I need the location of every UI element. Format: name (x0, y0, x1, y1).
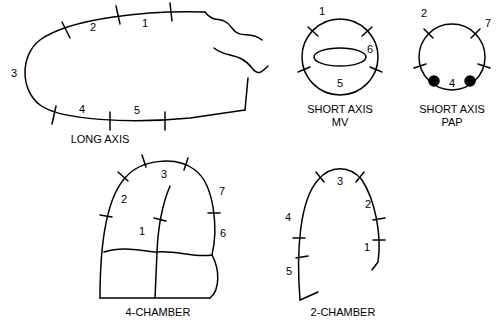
segment-number: 1 (364, 241, 370, 254)
segment-tick (308, 27, 318, 36)
segment-tick (316, 172, 324, 182)
segment-number: 1 (319, 5, 325, 18)
segment-number: 4 (79, 103, 85, 116)
segment-tick (373, 239, 385, 241)
segment-tick (373, 218, 385, 220)
segment-tick (109, 112, 111, 130)
segment-tick (62, 22, 70, 38)
segment-tick (293, 237, 305, 239)
segment-number: 6 (220, 227, 226, 240)
segment-tick (208, 212, 220, 214)
segment-number: 7 (485, 17, 491, 30)
segment-number: 1 (139, 225, 145, 238)
atrial-septum (155, 252, 157, 298)
segment-tick (142, 155, 146, 167)
segment-number: 1 (142, 17, 148, 30)
segment-number: 5 (134, 104, 140, 117)
ventricle-outline (299, 169, 380, 300)
segment-tick (116, 6, 120, 24)
valve-line (300, 292, 318, 300)
aortic-valve (205, 12, 262, 40)
papillary-muscle (465, 76, 475, 86)
segment-number: 4 (449, 77, 455, 90)
segment-tick (118, 172, 128, 181)
segment-number: 7 (219, 185, 225, 198)
segment-tick (154, 218, 166, 221)
short-axis-mv-view (298, 19, 382, 95)
atrial-floor (100, 297, 210, 299)
view-title: 2-CHAMBER (311, 306, 376, 319)
segment-tick (414, 64, 426, 68)
view-title: LONG AXIS (71, 133, 130, 146)
view-title: SHORT AXIS MV (305, 103, 375, 129)
view-title: SHORT AXIS PAP (417, 103, 487, 129)
long-axis-view (25, 3, 268, 130)
segment-tick (298, 67, 310, 72)
segment-number: 5 (286, 265, 292, 278)
segment-number: 3 (161, 168, 167, 181)
wall-line (245, 78, 248, 110)
segment-tick (356, 172, 364, 182)
segment-number: 2 (365, 198, 371, 211)
ventricle-outline (419, 24, 485, 90)
segment-tick (478, 64, 490, 68)
segment-tick (100, 215, 112, 217)
segment-number: 3 (11, 67, 17, 80)
papillary-muscle (429, 76, 439, 86)
four-chamber-view (100, 155, 220, 298)
segment-number: 6 (367, 43, 373, 56)
segment-tick (164, 112, 166, 130)
heart-outline (100, 161, 218, 298)
mitral-orifice (314, 48, 366, 66)
short-axis-pap-view (414, 24, 490, 90)
segment-number: 3 (337, 175, 343, 188)
segment-number: 2 (421, 7, 427, 20)
segment-tick (424, 29, 433, 38)
segment-tick (471, 29, 480, 38)
mitral-valve (214, 48, 268, 72)
two-chamber-view (293, 169, 385, 300)
segment-number: 2 (121, 193, 127, 206)
segment-tick (370, 67, 382, 72)
segment-tick (52, 106, 56, 124)
segment-number: 4 (285, 211, 291, 224)
view-title: 4-CHAMBER (126, 306, 191, 319)
valve-plane (104, 249, 212, 256)
ventricle-outline (25, 12, 245, 121)
segment-number: 5 (337, 77, 343, 90)
segment-tick (170, 3, 172, 21)
segment-number: 2 (90, 21, 96, 34)
segment-tick (296, 256, 308, 258)
ventricle-outline (302, 19, 378, 95)
segment-tick (362, 27, 372, 36)
segment-tick (184, 158, 188, 170)
